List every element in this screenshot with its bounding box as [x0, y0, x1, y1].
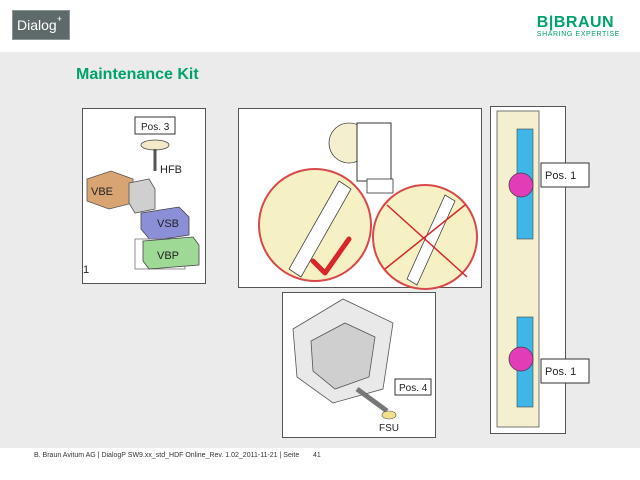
pos-1-top-label: Pos. 1 — [545, 170, 576, 182]
vbp-label: VBP — [157, 250, 179, 262]
pos-4-label: Pos. 4 — [399, 383, 428, 394]
footer-text: B. Braun Avitum AG | DialogP SW9.xx_std_… — [34, 452, 300, 459]
panel-alignment-check — [238, 108, 482, 290]
valve-assembly-illustration: Pos. 3 HFB VBE VSB VBP 1 — [83, 116, 200, 276]
bbraun-logo: B|BRAUN SHARING EXPERTISE — [537, 14, 620, 38]
cross-icon — [386, 204, 468, 278]
fsu-illustration: Pos. 4 FSU — [292, 298, 432, 434]
panel-cassette: Pos. 1 Pos. 1 — [490, 106, 590, 434]
alignment-illustration — [258, 122, 478, 290]
panel-fsu: Pos. 4 FSU — [282, 292, 436, 438]
slide-title: Maintenance Kit — [76, 66, 199, 83]
pos-1-bottom-label: Pos. 1 — [545, 366, 576, 378]
footer-bar — [0, 448, 640, 480]
vsb-label: VSB — [157, 218, 179, 230]
checkmark-icon — [310, 236, 352, 276]
header-bar — [0, 0, 640, 52]
edge-number: 1 — [83, 264, 89, 276]
fsu-label: FSU — [379, 423, 399, 434]
brand-tagline: SHARING EXPERTISE — [536, 31, 620, 38]
brand-name: B|BRAUN — [536, 14, 615, 31]
panel-valve-assembly: Pos. 3 HFB VBE VSB VBP 1 — [82, 108, 206, 284]
vbe-label: VBE — [91, 186, 113, 198]
cassette-illustration: Pos. 1 Pos. 1 — [496, 110, 590, 428]
dialog-logo: Dialog+ — [12, 10, 70, 40]
page-number: 41 — [313, 452, 321, 459]
pos-3-label: Pos. 3 — [141, 122, 170, 133]
hfb-label: HFB — [160, 164, 182, 176]
